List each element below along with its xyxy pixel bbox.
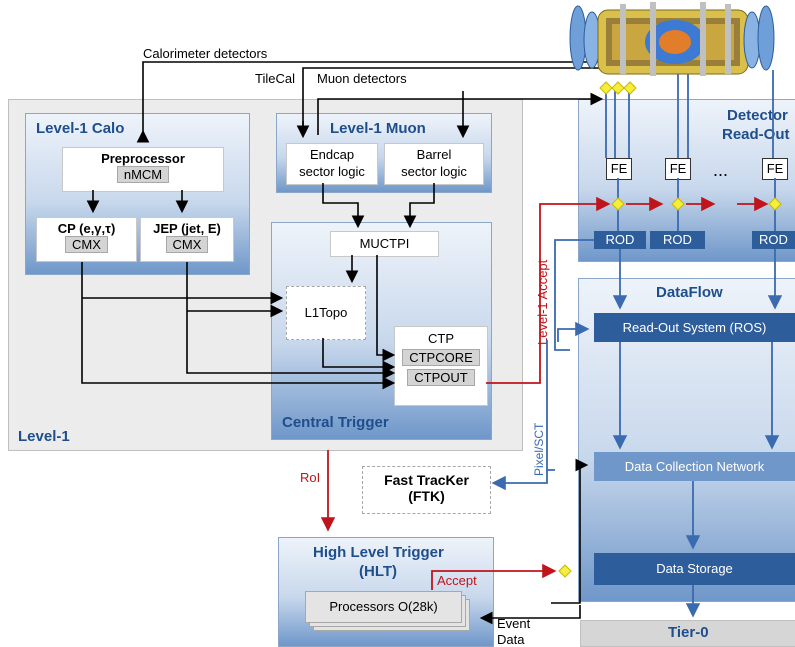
event-data-label-2: Data (497, 632, 525, 647)
ctpcore-chip: CTPCORE (402, 349, 480, 366)
event-data-label-1: Event (497, 616, 531, 631)
level1-calo-title: Level-1 Calo (36, 120, 125, 137)
processors-box: Processors O(28k) (305, 591, 462, 623)
fe-box-2: FE (665, 158, 691, 180)
ctp-label: CTP (428, 331, 454, 346)
muctpi-label: MUCTPI (359, 236, 410, 251)
ftk-label-2: (FTK) (408, 488, 445, 504)
endcap-label-1: Endcap (309, 147, 355, 162)
tier0-title: Tier-0 (668, 624, 709, 641)
endcap-label-2: sector logic (299, 164, 365, 179)
jep-box: JEP (jet, E) CMX (140, 217, 234, 262)
ftk-label-1: Fast TracKer (384, 472, 469, 488)
l1topo-label: L1Topo (304, 305, 348, 320)
endcap-box: Endcap sector logic (286, 143, 378, 185)
ctp-box: CTP CTPCORE CTPOUT (394, 326, 488, 406)
jep-label: JEP (jet, E) (153, 221, 221, 236)
cp-box: CP (e,γ,τ) CMX (36, 217, 137, 262)
level1-muon-title: Level-1 Muon (330, 120, 426, 137)
ftk-box: Fast TracKer (FTK) (362, 466, 491, 514)
cp-cmx-chip: CMX (65, 236, 108, 253)
hlt-title-1: High Level Trigger (313, 544, 444, 561)
central-trigger-title: Central Trigger (282, 414, 389, 431)
barrel-label-2: sector logic (401, 164, 467, 179)
rod-1: ROD (594, 231, 646, 249)
calorimeter-detectors-label: Calorimeter detectors (143, 46, 268, 61)
rod-2: ROD (650, 231, 705, 249)
dataflow-title: DataFlow (656, 284, 723, 301)
muon-detectors-label: Muon detectors (317, 71, 407, 86)
nmcm-chip: nMCM (116, 166, 170, 183)
barrel-box: Barrel sector logic (384, 143, 484, 185)
barrel-label-1: Barrel (416, 147, 452, 162)
jep-cmx-chip: CMX (165, 236, 209, 253)
dcn-bar: Data Collection Network (594, 452, 795, 481)
data-storage-bar: Data Storage (594, 553, 795, 585)
tilecal-label: TileCal (255, 71, 295, 86)
ros-bar: Read-Out System (ROS) (594, 313, 795, 342)
fe-ellipsis: ... (713, 160, 729, 180)
atlas-detector-graphic (569, 2, 775, 76)
roi-label: RoI (300, 470, 321, 485)
fe-box-1: FE (606, 158, 632, 180)
preprocessor-label: Preprocessor (101, 151, 185, 166)
tier0-panel (580, 620, 795, 647)
l1topo-box: L1Topo (286, 286, 366, 340)
cp-label: CP (e,γ,τ) (57, 221, 116, 236)
preprocessor-box: Preprocessor nMCM (62, 147, 224, 192)
ctpout-chip: CTPOUT (407, 369, 475, 386)
hlt-title-2: (HLT) (359, 563, 398, 580)
muctpi-box: MUCTPI (330, 231, 439, 257)
rod-3: ROD (752, 231, 795, 249)
level1-label: Level-1 (18, 428, 70, 445)
accept-label: Accept (437, 573, 477, 588)
